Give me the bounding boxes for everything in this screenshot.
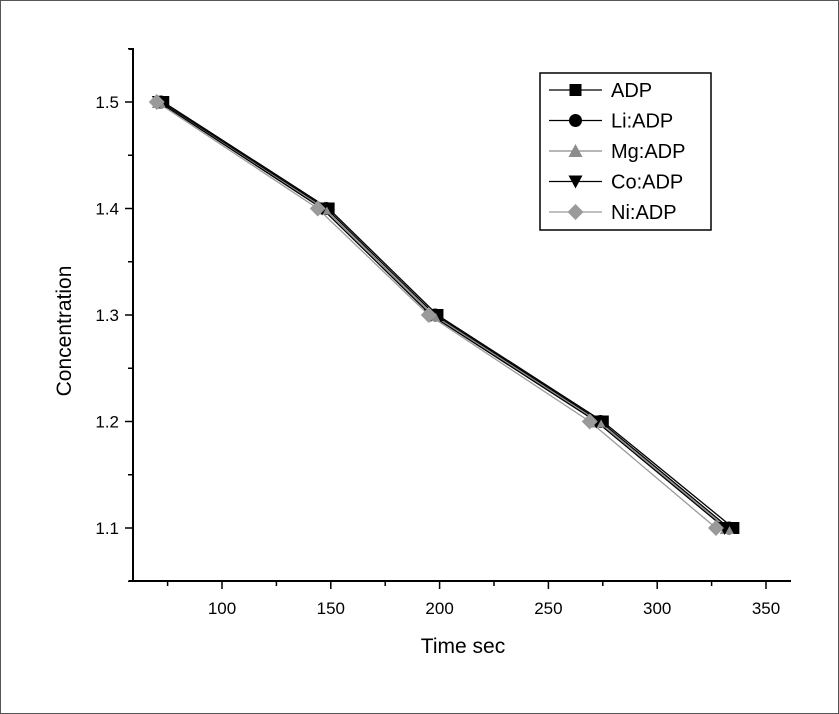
y-axis-title: Concentration xyxy=(53,266,76,397)
x-tick-label: 250 xyxy=(534,599,562,618)
legend-item: Mg:ADP xyxy=(549,141,685,163)
x-tick-label: 200 xyxy=(425,599,453,618)
x-tick-label: 150 xyxy=(317,599,345,618)
y-tick-label: 1.3 xyxy=(95,306,119,325)
diamond-marker-icon xyxy=(567,204,584,220)
diamond-marker-icon xyxy=(707,520,724,536)
legend-item: Ni:ADP xyxy=(549,202,677,224)
x-tick-label: 300 xyxy=(643,599,671,618)
legend-label: Ni:ADP xyxy=(611,202,677,224)
legend-item: Co:ADP xyxy=(549,172,683,194)
legend-label: Mg:ADP xyxy=(611,141,685,163)
y-tick-label: 1.5 xyxy=(95,93,119,112)
x-axis-title: Time sec xyxy=(421,635,505,658)
circle-marker-icon xyxy=(569,114,582,127)
diamond-marker-icon xyxy=(309,200,326,217)
axes: 100 150 200 250 300 350 1.1 1.2 1.3 1.4 1.5 xyxy=(95,48,791,618)
legend-item: Li:ADP xyxy=(549,111,673,133)
y-tick-label: 1.4 xyxy=(95,200,119,219)
diamond-marker-icon xyxy=(581,413,598,430)
diamond-marker-icon xyxy=(148,94,165,110)
x-tick-label: 100 xyxy=(208,599,236,618)
triangle-down-marker-icon xyxy=(568,175,583,189)
diamond-marker-icon xyxy=(420,307,437,323)
series-group xyxy=(148,94,740,536)
y-tick-label: 1.2 xyxy=(95,413,119,432)
x-tick-label: 350 xyxy=(752,599,780,618)
triangle-up-marker-icon xyxy=(568,144,583,157)
legend-label: ADP xyxy=(611,80,652,102)
y-tick-label: 1.1 xyxy=(95,519,119,538)
series-markers-ni-adp xyxy=(148,94,724,536)
legend-label: Co:ADP xyxy=(611,172,683,194)
legend-item: ADP xyxy=(549,80,652,102)
square-marker-icon xyxy=(569,84,582,96)
legend-label: Li:ADP xyxy=(611,111,673,133)
legend: ADP Li:ADP Mg:ADP Co:ADP Ni:ADP xyxy=(539,72,712,231)
